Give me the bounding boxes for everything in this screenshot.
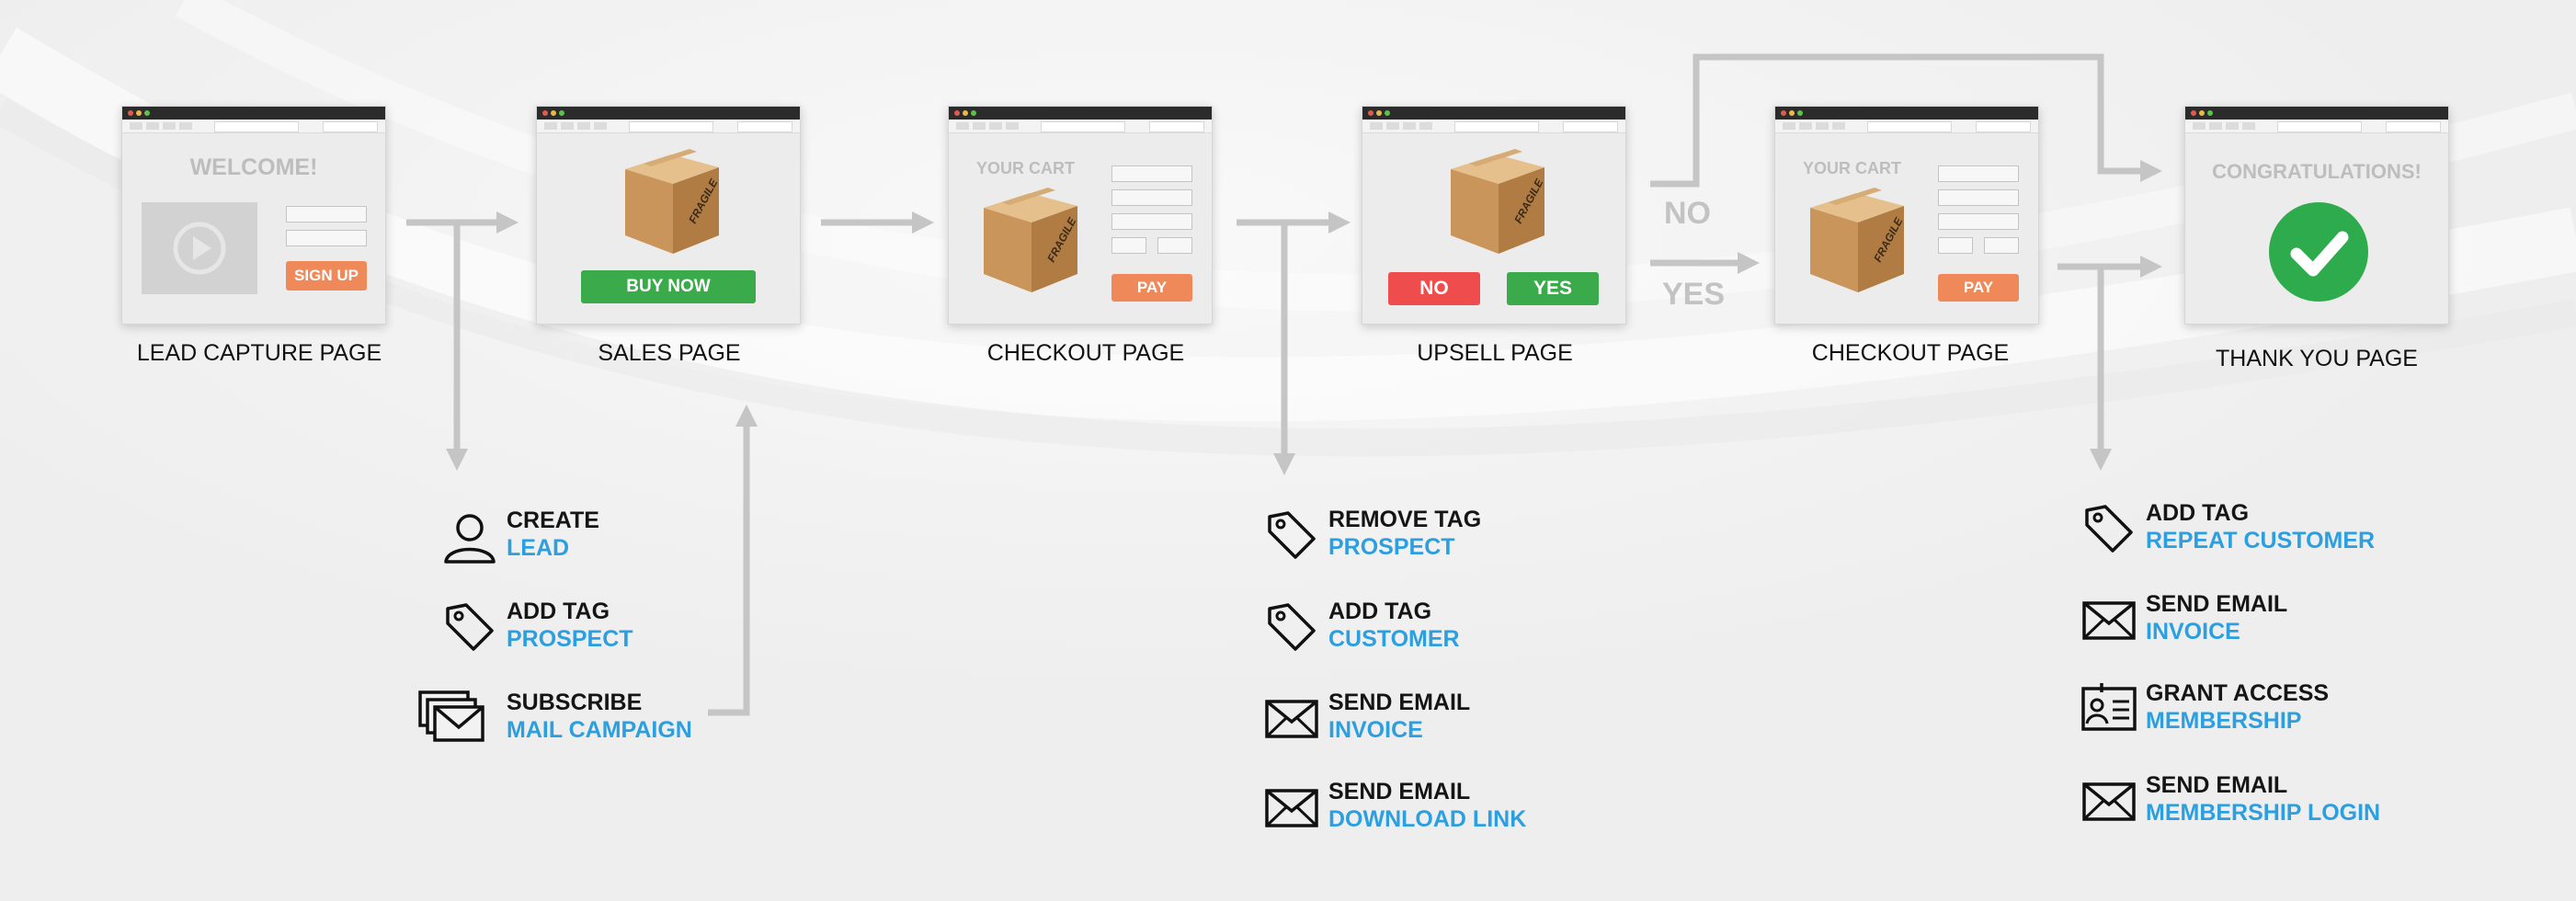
envelope-icon — [1265, 700, 1318, 738]
checkout-page-2-label: CHECKOUT PAGE — [1811, 340, 2010, 366]
mail-stack-icon — [418, 690, 484, 742]
no-button: NO — [1388, 272, 1480, 305]
checkout-page-label: CHECKOUT PAGE — [986, 340, 1185, 366]
pay-button: PAY — [1111, 274, 1192, 302]
form-field — [1111, 237, 1146, 254]
form-field — [1157, 237, 1192, 254]
upsell-page-mockup: FRAGILE NO YES — [1362, 106, 1626, 325]
package-box-icon: FRAGILE — [984, 188, 1079, 292]
upsell-page-label: UPSELL PAGE — [1417, 340, 1573, 366]
package-box-icon: FRAGILE — [625, 149, 721, 254]
package-box-icon: FRAGILE — [1451, 149, 1546, 254]
your-cart-heading: YOUR CART — [976, 159, 1075, 177]
thank-you-page-label: THANK YOU PAGE — [2216, 346, 2418, 371]
action-detail: DOWNLOAD LINK — [1328, 806, 1527, 832]
form-field — [286, 206, 367, 222]
envelope-icon — [2082, 782, 2136, 821]
form-field — [1938, 237, 1973, 254]
action-title: CREATE — [507, 508, 599, 533]
form-field — [1111, 189, 1192, 206]
play-icon — [173, 222, 226, 275]
action-title: ADD TAG — [2146, 500, 2250, 526]
tag-icon — [2085, 505, 2133, 553]
action-title: SUBSCRIBE — [507, 690, 643, 715]
action-title: SEND EMAIL — [1328, 779, 1471, 804]
sales-page-label: SALES PAGE — [598, 340, 741, 366]
action-detail: PROSPECT — [1328, 534, 1455, 560]
action-title: SEND EMAIL — [2146, 591, 2288, 617]
action-detail: INVOICE — [2146, 619, 2240, 644]
form-field — [1111, 165, 1192, 182]
welcome-heading: WELCOME! — [189, 154, 318, 180]
sales-page-mockup: FRAGILE BUY NOW — [536, 106, 801, 325]
package-box-icon: FRAGILE — [1810, 188, 1906, 292]
action-title: SEND EMAIL — [1328, 690, 1471, 715]
action-title: SEND EMAIL — [2146, 772, 2288, 798]
sign-up-button: SIGN UP — [286, 261, 367, 291]
action-title: REMOVE TAG — [1328, 507, 1482, 532]
lead-capture-page-label: LEAD CAPTURE PAGE — [136, 340, 382, 366]
form-field — [1938, 189, 2019, 206]
action-title: GRANT ACCESS — [2146, 680, 2330, 706]
action-title: ADD TAG — [1328, 599, 1432, 624]
arrow-actions-to-sales — [708, 425, 750, 716]
arrow-no-to-thankyou — [1650, 53, 2140, 188]
action-detail: PROSPECT — [507, 626, 633, 652]
tag-icon — [1268, 511, 1316, 559]
user-icon — [444, 514, 496, 564]
check-icon — [2269, 202, 2368, 302]
form-field — [1938, 213, 2019, 230]
envelope-icon — [2082, 601, 2136, 640]
form-field — [286, 230, 367, 246]
yes-button: YES — [1507, 272, 1599, 305]
checkout-page-mockup: YOUR CART FRAGILE PAY — [948, 106, 1213, 325]
congratulations-heading: CONGRATULATIONS! — [2212, 160, 2422, 183]
form-field — [1111, 213, 1192, 230]
action-detail: LEAD — [507, 535, 570, 561]
yes-branch-label: YES — [1662, 277, 1726, 312]
your-cart-heading: YOUR CART — [1803, 159, 1901, 177]
no-branch-label: NO — [1664, 196, 1711, 231]
id-card-icon — [2081, 683, 2137, 731]
video-placeholder — [142, 202, 257, 294]
checkout-page-2-mockup: YOUR CART FRAGILE PAY — [1774, 106, 2039, 325]
action-detail: CUSTOMER — [1328, 626, 1460, 652]
lead-capture-page-mockup: WELCOME! SIGN UP — [121, 106, 386, 325]
action-title: ADD TAG — [507, 599, 610, 624]
envelope-icon — [1265, 789, 1318, 827]
action-detail: INVOICE — [1328, 717, 1423, 743]
action-detail: REPEAT CUSTOMER — [2146, 528, 2376, 553]
tag-icon — [446, 603, 494, 651]
action-detail: MEMBERSHIP — [2146, 708, 2302, 734]
form-field — [1938, 165, 2019, 182]
tag-icon — [1268, 603, 1316, 651]
pay-button: PAY — [1938, 274, 2019, 302]
action-detail: MAIL CAMPAIGN — [507, 717, 692, 743]
thank-you-page-mockup: CONGRATULATIONS! — [2184, 106, 2449, 325]
buy-now-button: BUY NOW — [581, 270, 756, 303]
action-detail: MEMBERSHIP LOGIN — [2146, 800, 2381, 826]
form-field — [1984, 237, 2019, 254]
